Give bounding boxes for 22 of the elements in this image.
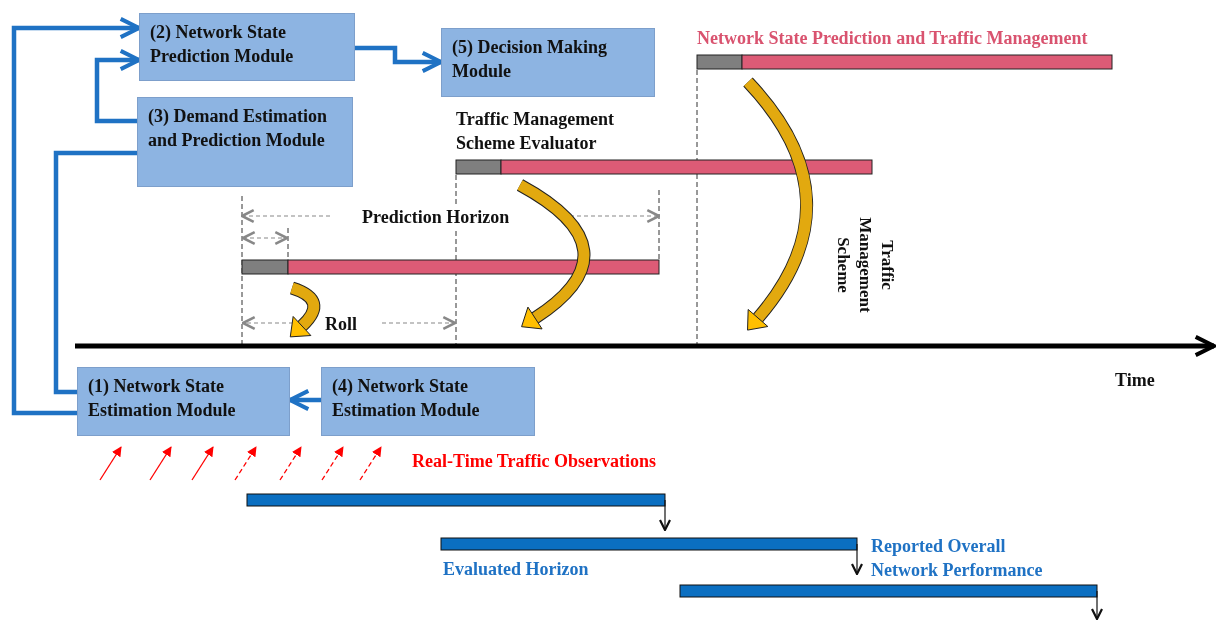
process-box [77,367,290,436]
box-label: (2) Network State Prediction Module [150,21,295,68]
box-label: (5) Decision Making Module [452,36,608,83]
process-box [137,97,353,187]
text-label: Traffic Management Scheme Evaluator [456,108,616,155]
connector-arrow [288,388,321,412]
process-box [441,28,655,97]
text-label: Evaluated Horizon [443,558,589,581]
text-label: Reported Overall Network Performance [871,535,1044,582]
connector-arrow [94,48,141,124]
text-label: Real-Time Traffic Observations [412,450,656,473]
box-label: (3) Demand Estimation and Prediction Module [148,105,328,152]
process-box [139,13,355,81]
process-box [321,367,535,436]
box-label: (1) Network State Estimation Module [88,375,237,422]
connector-arrow [11,16,141,416]
box-label: (4) Network State Estimation Module [332,375,481,422]
text-label: Time [1115,369,1155,392]
text-label: Network State Prediction and Traffic Management [697,27,1088,50]
text-label: Roll [325,313,357,336]
vertical-label: Traffic Management Scheme [833,216,898,315]
connector-arrow [355,45,443,74]
